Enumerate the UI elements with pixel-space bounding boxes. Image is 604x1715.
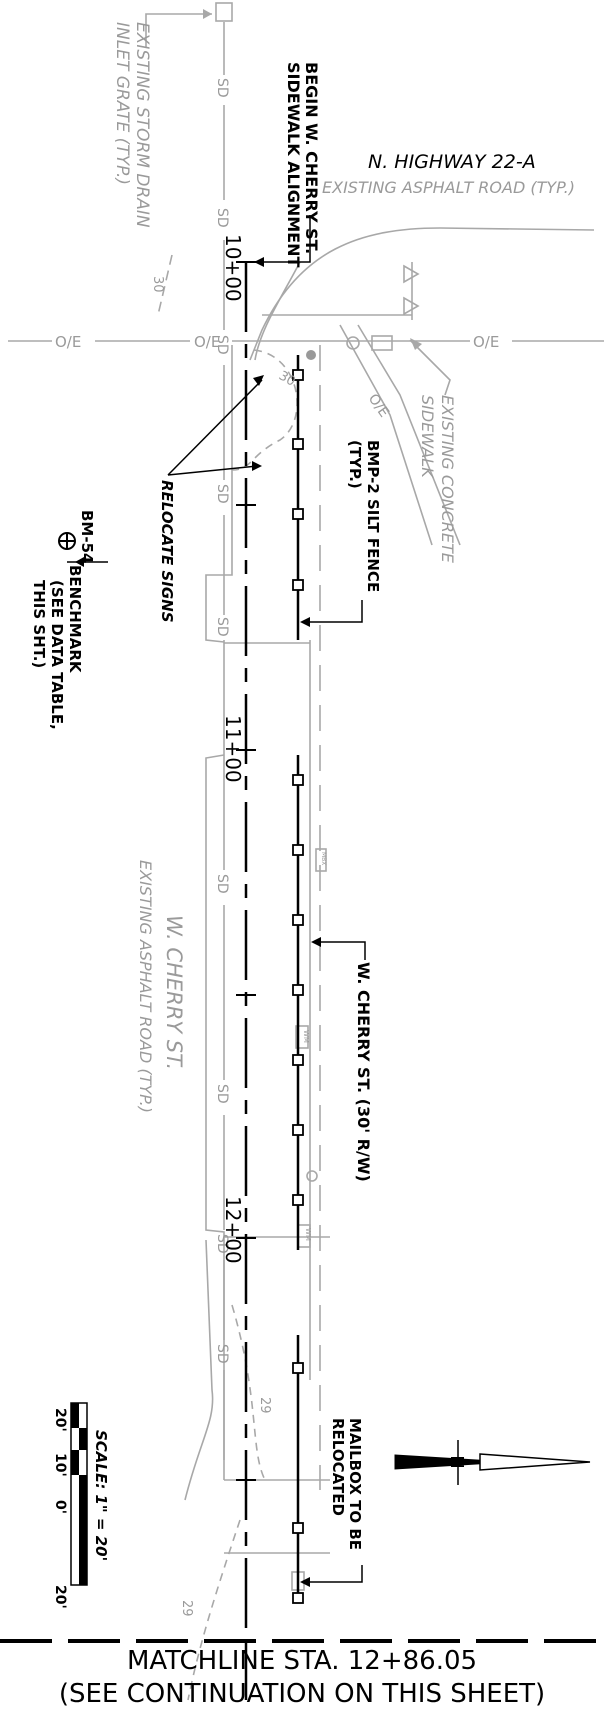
sd-tag: SD (214, 484, 230, 504)
relocate-leader-2 (167, 465, 259, 476)
wm-tag: WM (304, 1228, 312, 1241)
station-12-label: 12+00 (221, 1196, 245, 1264)
bmp2-typ-label: (TYP.) (346, 440, 364, 489)
benchmark-data-table: (SEE DATA TABLE, (48, 580, 66, 730)
benchmark-symbol (58, 532, 76, 550)
sd-tag: SD (214, 617, 230, 637)
begin-label-1: BEGIN W. CHERRY ST. (302, 62, 321, 254)
highway-label: N. HIGHWAY 22-A (368, 151, 536, 173)
street-asphalt-label: EXISTING ASPHALT ROAD (TYP.) (136, 860, 155, 1113)
bmp2-label: BMP-2 SILT FENCE (364, 440, 382, 592)
existing-features (8, 2, 604, 1701)
sd-tag: SD (214, 874, 230, 894)
scale-tick-20: 20' (52, 1408, 68, 1432)
sd-tag: SD (214, 1084, 230, 1104)
street-name-label: W. CHERRY ST. (162, 915, 186, 1070)
scale-tick-10: 10' (52, 1453, 68, 1477)
oe-tag: O/E (194, 333, 220, 351)
contour-29-tag: 29 (179, 1600, 194, 1617)
oe-tag: O/E (365, 391, 392, 420)
relocate-signs-label: RELOCATE SIGNS (158, 480, 176, 623)
road-edge-north (205, 345, 233, 643)
station-10-label: 10+00 (221, 234, 245, 302)
row-label: W. CHERRY ST. (30' R/W) (354, 962, 373, 1182)
begin-leader (262, 215, 311, 263)
storm-drain-label: EXISTING STORM DRAIN (132, 22, 152, 228)
sd-tag: SD (214, 78, 230, 98)
begin-label-2: SIDEWALK ALIGNMENT (284, 62, 303, 267)
sd-tag: SD (214, 335, 230, 355)
row-leader (315, 941, 366, 960)
inlet-leader (145, 13, 212, 48)
scale-label: SCALE: 1" = 20' (92, 1430, 110, 1561)
silt-fence-leader (304, 600, 363, 623)
oe-tag: O/E (473, 333, 499, 351)
highway-edge (249, 227, 595, 361)
relocate-leader-1 (167, 379, 263, 476)
mailbox-label-1: MAILBOX TO BE (346, 1418, 364, 1550)
scale-bar: 20' 10' 0' 20' SCALE: 1" = 20' (52, 1402, 110, 1609)
bm54-label: BM-54 (78, 510, 96, 563)
inlet-grate-label: INLET GRATE (TYP.) (112, 22, 132, 185)
station-11-label: 11+00 (221, 715, 245, 783)
north-arrow: N (394, 1440, 591, 1485)
mailbox-label-2: RELOCATED (329, 1418, 347, 1516)
contour-30-tag: 30 (276, 368, 298, 389)
contour-30-tag: 30 (150, 276, 165, 293)
contour-29-tag: 29 (257, 1397, 272, 1414)
utility-tags: SD SD SD SD SD SD SD SD SD O/E O/E O/E O… (55, 78, 499, 1617)
highway-asphalt-label: EXISTING ASPHALT ROAD (TYP.) (322, 178, 575, 197)
mbx-tag: MBX (320, 852, 327, 865)
benchmark-this-sht: THIS SHT.) (30, 580, 48, 668)
wm-tag: WM (302, 1030, 310, 1043)
north-arrow-letter: N (446, 1455, 467, 1468)
inlet-leader-arrow (203, 9, 212, 19)
sd-tag: SD (214, 208, 230, 228)
benchmark-label: BENCHMARK (66, 565, 84, 674)
scale-tick-0: 0' (52, 1500, 68, 1514)
concrete-sidewalk (339, 324, 433, 546)
silt-fence-posts (292, 369, 304, 1604)
concrete-label: EXISTING CONCRETE (438, 395, 457, 564)
mailbox-leader (304, 1565, 363, 1583)
road-edge-west (205, 754, 225, 1480)
continuation-label: (SEE CONTINUATION ON THIS SHEET) (59, 1679, 545, 1709)
matchline-label: MATCHLINE STA. 12+86.05 (127, 1646, 477, 1676)
sd-tag: SD (214, 1344, 230, 1364)
proposed-features (67, 215, 366, 1700)
oe-tag: O/E (55, 333, 81, 351)
sd-tag: SD (214, 1234, 230, 1254)
inlet-grate-box (215, 2, 233, 22)
sidewalk-label: SIDEWALK (418, 395, 437, 479)
scale-tick-20b: 20' (52, 1585, 68, 1609)
